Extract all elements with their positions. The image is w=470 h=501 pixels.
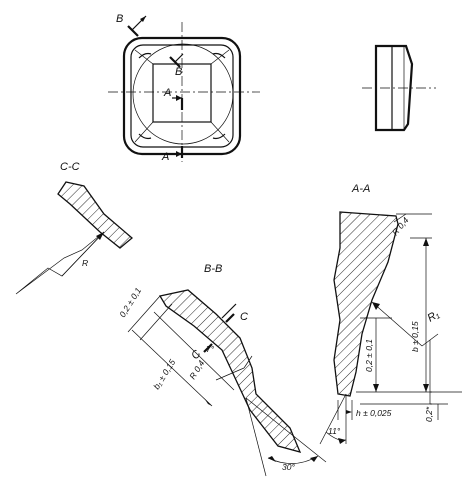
section-aa-title: A-A [351,183,370,195]
section-bb-title: B-B [204,263,222,275]
section-aa [319,211,462,445]
marker-a-inner: A [163,87,171,99]
bb-dim-chamfer: 0,2 ± 0,1 [117,286,143,320]
section-cc [15,181,134,295]
bb-angle-30: 30° [282,462,295,472]
marker-c-right: C [240,311,248,323]
cc-radius-label: R [82,258,88,268]
insert-top-view [108,15,260,162]
aa-dim-h: h ± 0,025 [356,408,392,418]
insert-side-view [362,44,436,132]
section-bb [127,289,327,477]
aa-angle-11: 11° [328,426,341,436]
bb-angle-7: 7° [206,344,215,354]
aa-dim-b: b ± 0,15 [410,321,420,352]
bb-dim-b1: b₁ ± 0,15 [151,357,177,391]
section-cc-title: C-C [60,161,80,173]
aa-radius-r1: R₁ [426,308,442,324]
marker-b-top: B [116,13,123,25]
bb-radius: R 0,4 [187,358,206,381]
aa-dim-edge: 0,2* [424,406,434,422]
marker-a-bottom: A [161,151,169,163]
aa-dim-land: 0,2 ± 0,1 [364,339,374,372]
marker-b-inner: B [175,66,182,78]
